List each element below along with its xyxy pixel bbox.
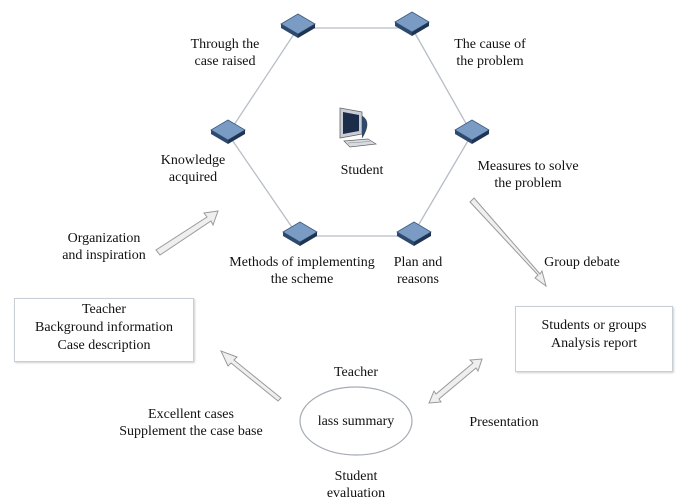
label-measures: Measures to solve the problem (477, 159, 579, 191)
label-through-case: Through the case raised (190, 37, 260, 69)
node-box-plan (396, 221, 432, 246)
label-methods: Methods of implementing the scheme (229, 255, 375, 287)
label-excellent-cases: Excellent cases Supplement the case base (119, 407, 263, 439)
label-plan: Plan and reasons (393, 255, 443, 287)
label-student-center: Student (340, 163, 384, 178)
label-group-debate: Group debate (544, 255, 620, 270)
label-summary-ellipse: lass summary (317, 414, 395, 429)
node-box-through-case (280, 13, 316, 38)
edge-bottom-right (411, 133, 473, 237)
label-summary-student: Student evaluation (326, 469, 386, 501)
node-box-knowledge (210, 119, 246, 144)
arrow-group-debate (469, 197, 547, 288)
node-box-methods (282, 221, 318, 246)
computer-icon (339, 107, 378, 148)
arrow-organization (155, 210, 219, 256)
summary-ellipse (299, 386, 413, 456)
label-cause: The cause of the problem (454, 37, 526, 69)
edge-bottom-left (227, 133, 299, 237)
node-box-cause (394, 11, 430, 36)
edge-top-right (411, 27, 473, 135)
label-knowledge: Knowledge acquired (160, 153, 226, 185)
label-presentation: Presentation (469, 415, 539, 430)
edge-top-left (227, 27, 299, 135)
teacher-info-box: Teacher Background information Case desc… (14, 298, 194, 362)
analysis-report-box: Students or groups Analysis report (515, 306, 673, 372)
arrow-excellent-cases (220, 350, 282, 402)
label-organization: Organization and inspiration (62, 231, 146, 263)
hexagon-edges (227, 27, 473, 237)
label-summary-teacher: Teacher (333, 365, 379, 380)
node-box-measures (454, 119, 490, 144)
arrow-presentation (428, 358, 483, 404)
